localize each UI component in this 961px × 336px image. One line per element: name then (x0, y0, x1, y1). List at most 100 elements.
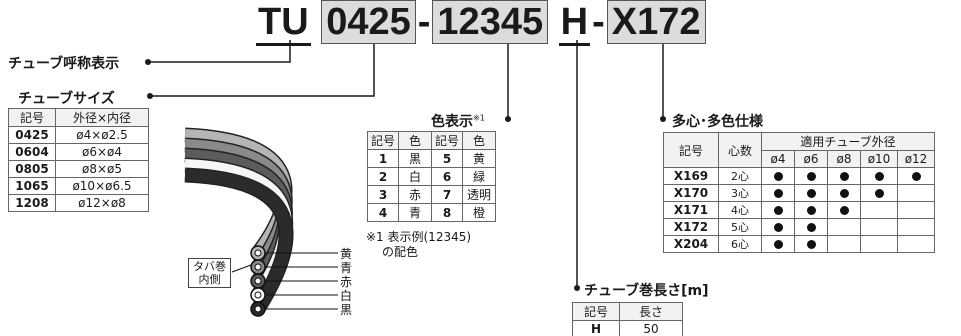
size-th-code: 記号 (8, 108, 56, 127)
multi-cell (897, 167, 935, 185)
tube-fill (184, 169, 293, 313)
multi-cell (860, 184, 898, 202)
multi-cell (827, 201, 861, 219)
multi-code: X172 (663, 218, 719, 236)
multi-th-d6: ø6 (794, 150, 828, 168)
color-th-code-1: 記号 (366, 131, 400, 150)
code-dash-2: - (592, 1, 605, 43)
multi-th-group: 適用チューブ外径 (761, 132, 935, 151)
tube-bore (254, 305, 262, 313)
multi-cell (794, 235, 828, 253)
bundle-inner-tag: タバ巻 内側 (188, 258, 231, 288)
multi-cell (761, 167, 795, 185)
multi-cell (860, 201, 898, 219)
tube-bore (254, 277, 262, 285)
label-tube-size: チューブサイズ (18, 91, 115, 107)
availability-dot-icon (839, 172, 849, 181)
color-th-color-1: 色 (398, 131, 433, 150)
length-value: 50 (619, 320, 683, 336)
label-multi-color: 多心･多色仕様 (672, 114, 763, 130)
label-tube-length: チューブ巻長さ[m] (584, 283, 709, 299)
multi-th-code: 記号 (663, 132, 719, 168)
size-code: 0425 (8, 126, 56, 144)
color-code: 8 (431, 203, 464, 222)
availability-dot-icon (773, 240, 783, 249)
multi-cell (860, 167, 898, 185)
multi-cell (761, 218, 795, 236)
tube-bore (254, 249, 262, 257)
availability-dot-icon (806, 240, 816, 249)
code-length: H (558, 1, 591, 46)
size-dim: ø6×ø4 (55, 143, 149, 161)
code-series: TU (256, 1, 311, 46)
tag-leader (231, 264, 252, 273)
color-name: 黒 (398, 149, 433, 168)
length-th-length: 長さ (619, 302, 683, 321)
color-name: 赤 (398, 185, 433, 204)
multi-cell (761, 201, 795, 219)
size-table-header: 記号 外径×内径 (8, 108, 149, 127)
length-table-header: 記号 長さ (572, 302, 683, 321)
size-code: 1065 (8, 177, 56, 195)
length-th-code: 記号 (572, 302, 620, 321)
color-name: 緑 (462, 167, 497, 186)
model-code: TU 0425-12345 H-X172 (256, 0, 706, 46)
size-code: 1208 (8, 194, 56, 212)
multi-th-d8: ø8 (827, 150, 861, 168)
color-note: ※1 表示例(12345) の配色 (366, 230, 471, 260)
multi-th-d4: ø4 (761, 150, 795, 168)
multi-th-d12: ø12 (897, 150, 935, 168)
multi-cores: 6心 (718, 235, 762, 253)
multi-cell (794, 167, 828, 185)
multi-th-cores: 心数 (718, 132, 762, 168)
color-code: 7 (431, 185, 464, 204)
availability-dot-icon (806, 189, 816, 198)
availability-dot-icon (911, 172, 921, 181)
size-dim: ø10×ø6.5 (55, 177, 149, 195)
multi-cores: 3心 (718, 184, 762, 202)
availability-dot-icon (773, 206, 783, 215)
tube-color-label: 白 (340, 289, 353, 303)
color-code: 1 (366, 149, 400, 168)
bundle-tag-line-1: タバ巻 (193, 260, 226, 273)
label-color-display: 色表示※1 (431, 111, 485, 131)
label-color-display-text: 色表示 (431, 114, 473, 130)
multi-cell (794, 218, 828, 236)
multi-code: X171 (663, 201, 719, 219)
color-name: 橙 (462, 203, 497, 222)
multi-cell (761, 235, 795, 253)
color-name: 白 (398, 167, 433, 186)
code-dash-1: - (417, 1, 431, 43)
multi-cell (827, 218, 861, 236)
tube-bore (254, 291, 262, 299)
color-name: 黄 (462, 149, 497, 168)
tube-bore (254, 263, 262, 271)
color-th-color-2: 色 (462, 131, 497, 150)
multi-cell (761, 184, 795, 202)
color-th-code-2: 記号 (431, 131, 464, 150)
multi-cell (794, 201, 828, 219)
multi-cell (897, 201, 935, 219)
availability-dot-icon (773, 172, 783, 181)
multi-code: X170 (663, 184, 719, 202)
size-th-dim: 外径×内径 (55, 108, 149, 127)
code-size: 0425 (321, 0, 416, 44)
multi-cell (897, 184, 935, 202)
multi-table-header-1: 記号 心数 適用チューブ外径 (663, 132, 935, 168)
multi-cores: 5心 (718, 218, 762, 236)
color-name: 青 (398, 203, 433, 222)
